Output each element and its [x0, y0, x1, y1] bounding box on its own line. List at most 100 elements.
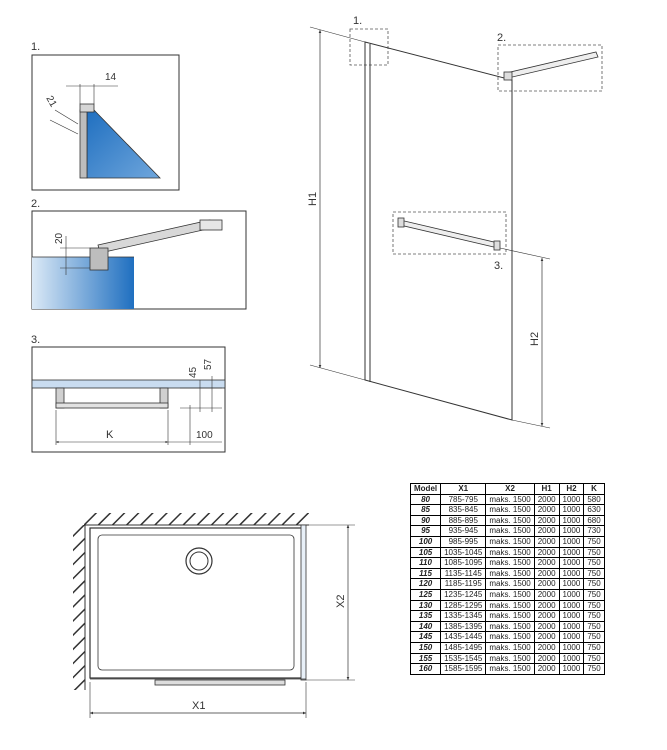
cell-h2: 1000: [558, 504, 585, 516]
detail-3-glass-edge: [31, 379, 226, 389]
cell-k: 750: [583, 620, 605, 633]
cell-x2: maks. 1500: [485, 567, 535, 580]
header-k: K: [583, 483, 605, 495]
cell-h2: 1000: [558, 557, 585, 569]
cell-k: 750: [583, 557, 605, 569]
cell-model: 120: [409, 578, 442, 590]
cell-k: 750: [583, 578, 605, 590]
detail-3-dim-k: K: [106, 429, 114, 441]
cell-k: 750: [583, 567, 605, 580]
cell-k: 750: [583, 641, 605, 654]
cell-h1: 2000: [533, 631, 560, 643]
cell-h2: 1000: [558, 610, 585, 622]
cell-x2: maks. 1500: [485, 610, 535, 622]
cell-h2: 1000: [558, 641, 585, 654]
cell-x1: 985-995: [440, 535, 487, 548]
cell-x1: 1335-1345: [440, 610, 487, 622]
cell-h2: 1000: [558, 535, 585, 548]
cell-h1: 2000: [533, 663, 560, 675]
glass-panel: [364, 41, 513, 421]
cell-model: 110: [409, 557, 442, 569]
detail-1-glass: [86, 109, 161, 179]
callout-box-1: [349, 28, 389, 66]
cell-h2: 1000: [558, 652, 585, 665]
cell-h1: 2000: [533, 514, 560, 527]
cell-h1: 2000: [533, 567, 560, 580]
cell-x1: 1485-1495: [440, 641, 487, 654]
cell-x2: maks. 1500: [485, 663, 535, 675]
cell-model: 145: [409, 631, 442, 643]
tray-inner: [97, 534, 295, 671]
cell-x2: maks. 1500: [485, 514, 535, 527]
cell-h2: 1000: [558, 567, 585, 580]
cell-x1: 835-845: [440, 504, 487, 516]
cell-model: 135: [409, 610, 442, 622]
header-h2: H2: [558, 483, 585, 495]
detail-1-frame: [31, 54, 180, 191]
cell-model: 85: [409, 504, 442, 516]
cell-k: 580: [583, 493, 605, 506]
callout-box-3: [392, 211, 507, 255]
dim-x1: X1: [192, 700, 205, 712]
detail-1-dim-b: 21: [43, 94, 58, 110]
cell-x2: maks. 1500: [485, 535, 535, 548]
cell-h2: 1000: [558, 578, 585, 590]
cell-h1: 2000: [533, 557, 560, 569]
cell-model: 150: [409, 641, 442, 654]
detail-2-clamp: [89, 247, 109, 271]
callout-2: 2.: [497, 32, 506, 44]
cell-x2: maks. 1500: [485, 525, 535, 537]
callout-3: 3.: [494, 260, 503, 272]
cell-h1: 2000: [533, 504, 560, 516]
detail-2-dim-a: 20: [54, 232, 65, 244]
cell-h1: 2000: [533, 641, 560, 654]
cell-h1: 2000: [533, 546, 560, 559]
cell-h2: 1000: [558, 525, 585, 537]
cell-x2: maks. 1500: [485, 631, 535, 643]
detail-1-clamp: [79, 103, 95, 113]
main-towel-bar: [399, 219, 499, 249]
cell-x1: 1185-1195: [440, 578, 487, 590]
detail-2-wall-mount: [199, 219, 223, 231]
cell-model: 115: [409, 567, 442, 580]
cell-x1: 785-795: [440, 493, 487, 506]
cell-h2: 1000: [558, 663, 585, 675]
cell-model: 80: [409, 493, 442, 506]
detail-1: 1. 14 21: [31, 41, 180, 191]
cell-k: 750: [583, 663, 605, 675]
cell-h2: 1000: [558, 514, 585, 527]
detail-2-stabilizer-bar: [97, 219, 213, 254]
cell-model: 155: [409, 652, 442, 665]
cell-model: 160: [409, 663, 442, 675]
detail-3: 3. K 100 45 57: [31, 334, 226, 453]
cell-x2: maks. 1500: [485, 504, 535, 516]
table-header-row: Model X1 X2 H1 H2 K: [409, 483, 605, 495]
main-view: 1. 2. 3. H1 H2: [307, 15, 603, 429]
detail-3-dim-c: 100: [196, 430, 213, 441]
callout-1: 1.: [353, 15, 362, 27]
plan-wall-top: [84, 513, 309, 525]
main-stabilizer-bar: [505, 51, 599, 79]
cell-k: 750: [583, 652, 605, 665]
detail-1-profile: [79, 109, 88, 179]
header-h1: H1: [533, 483, 560, 495]
cell-x2: maks. 1500: [485, 652, 535, 665]
cell-h2: 1000: [558, 546, 585, 559]
header-x2: X2: [485, 483, 535, 495]
plan-wall-left: [73, 525, 85, 690]
cell-h1: 2000: [533, 599, 560, 612]
cell-x2: maks. 1500: [485, 546, 535, 559]
